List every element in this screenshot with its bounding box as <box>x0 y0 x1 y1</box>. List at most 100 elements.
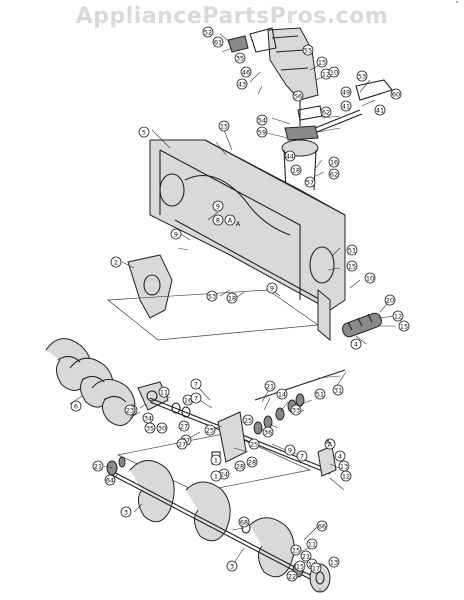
svg-text:12: 12 <box>322 70 330 78</box>
skid-shoe <box>342 312 382 338</box>
chute-ring <box>284 125 319 141</box>
callout: 60 <box>390 88 402 100</box>
callout: 15 <box>398 320 410 332</box>
svg-text:12: 12 <box>342 472 350 480</box>
callout: 9 <box>284 444 296 456</box>
svg-text:8: 8 <box>216 216 220 224</box>
svg-text:41: 41 <box>342 102 350 110</box>
callout: 27 <box>176 438 188 450</box>
callout: 43 <box>236 78 248 90</box>
svg-text:14: 14 <box>308 560 316 568</box>
callout: 25 <box>242 414 254 426</box>
svg-text:24: 24 <box>220 470 228 478</box>
callout: 7 <box>190 378 202 390</box>
callout: 15 <box>346 260 358 272</box>
callout: 13 <box>338 460 350 472</box>
callout: 66 <box>316 520 328 532</box>
svg-text:17: 17 <box>312 564 320 572</box>
svg-text:25: 25 <box>206 426 214 434</box>
svg-text:9: 9 <box>216 202 220 210</box>
callout: 51 <box>346 244 358 256</box>
svg-text:18: 18 <box>292 166 300 174</box>
svg-text:31: 31 <box>334 386 342 394</box>
callout: 9 <box>212 200 224 212</box>
callout: 21 <box>300 550 312 562</box>
callout: 4 <box>350 338 362 350</box>
svg-text:41: 41 <box>376 106 384 114</box>
callout: 61 <box>212 36 224 48</box>
svg-text:1: 1 <box>214 472 218 480</box>
callout: 28 <box>234 460 246 472</box>
callout: 21 <box>264 380 276 392</box>
callout: 46 <box>240 66 252 78</box>
callout: 59 <box>256 126 268 138</box>
svg-text:68: 68 <box>240 518 248 526</box>
svg-text:4: 4 <box>354 340 358 348</box>
callout: 10 <box>328 66 340 78</box>
callout: 22 <box>286 570 298 582</box>
svg-text:4: 4 <box>338 452 342 460</box>
svg-text:10: 10 <box>330 68 338 76</box>
svg-text:A: A <box>228 216 233 224</box>
label-a-top: A <box>236 220 241 228</box>
svg-text:3: 3 <box>230 562 234 570</box>
svg-text:6: 6 <box>74 402 78 410</box>
chute-deflector <box>249 27 277 53</box>
callout: 17 <box>310 562 322 574</box>
callout: 62 <box>320 106 332 118</box>
svg-text:27: 27 <box>178 440 186 448</box>
svg-text:3: 3 <box>124 508 128 516</box>
svg-text:36: 36 <box>264 428 272 436</box>
callout: A <box>324 438 336 450</box>
callout: 41 <box>340 100 352 112</box>
svg-text:21: 21 <box>266 382 274 390</box>
svg-text:16: 16 <box>330 158 338 166</box>
svg-text:34: 34 <box>144 414 152 422</box>
svg-text:53: 53 <box>208 292 216 300</box>
callout: 53 <box>206 290 218 302</box>
callout: 25 <box>204 424 216 436</box>
housing-back <box>204 139 346 216</box>
chute-bracket <box>227 35 249 53</box>
callout: 15 <box>316 56 328 68</box>
callout: 1 <box>210 470 222 482</box>
svg-text:15: 15 <box>318 58 326 66</box>
auger-spirals-upper <box>45 338 136 426</box>
callout: 11 <box>306 538 318 550</box>
svg-text:21: 21 <box>302 552 310 560</box>
side-plate <box>127 254 173 319</box>
svg-text:7: 7 <box>300 452 304 460</box>
svg-text:14: 14 <box>278 390 286 398</box>
callout: 2 <box>110 256 122 268</box>
svg-text:60: 60 <box>392 90 400 98</box>
svg-text:15: 15 <box>348 262 356 270</box>
svg-text:53: 53 <box>358 72 366 80</box>
svg-text:25: 25 <box>250 440 258 448</box>
callout: 15 <box>218 120 230 132</box>
svg-text:23: 23 <box>126 406 134 414</box>
callout: 57 <box>304 176 316 188</box>
label-a-mid: A <box>326 438 331 446</box>
callout: 16 <box>328 156 340 168</box>
svg-text:51: 51 <box>348 246 356 254</box>
svg-text:28: 28 <box>248 458 256 466</box>
callout: 3 <box>226 560 238 572</box>
callout: 9 <box>170 228 182 240</box>
auger-housing <box>149 139 346 311</box>
callout: 53 <box>356 70 368 82</box>
callout: 25 <box>248 438 260 450</box>
callout: 30 <box>156 422 168 434</box>
svg-text:21: 21 <box>94 462 102 470</box>
svg-text:2: 2 <box>114 258 118 266</box>
svg-text:55: 55 <box>304 46 312 54</box>
callout: 3 <box>120 506 132 518</box>
callout: 10 <box>364 272 376 284</box>
svg-text:44: 44 <box>286 152 294 160</box>
svg-text:56: 56 <box>294 92 302 100</box>
svg-text:15: 15 <box>296 562 304 570</box>
auger-spirals-lower <box>109 460 311 580</box>
callout: 1 <box>210 454 222 466</box>
callout: 44 <box>284 150 296 162</box>
callout: 52 <box>202 26 214 38</box>
